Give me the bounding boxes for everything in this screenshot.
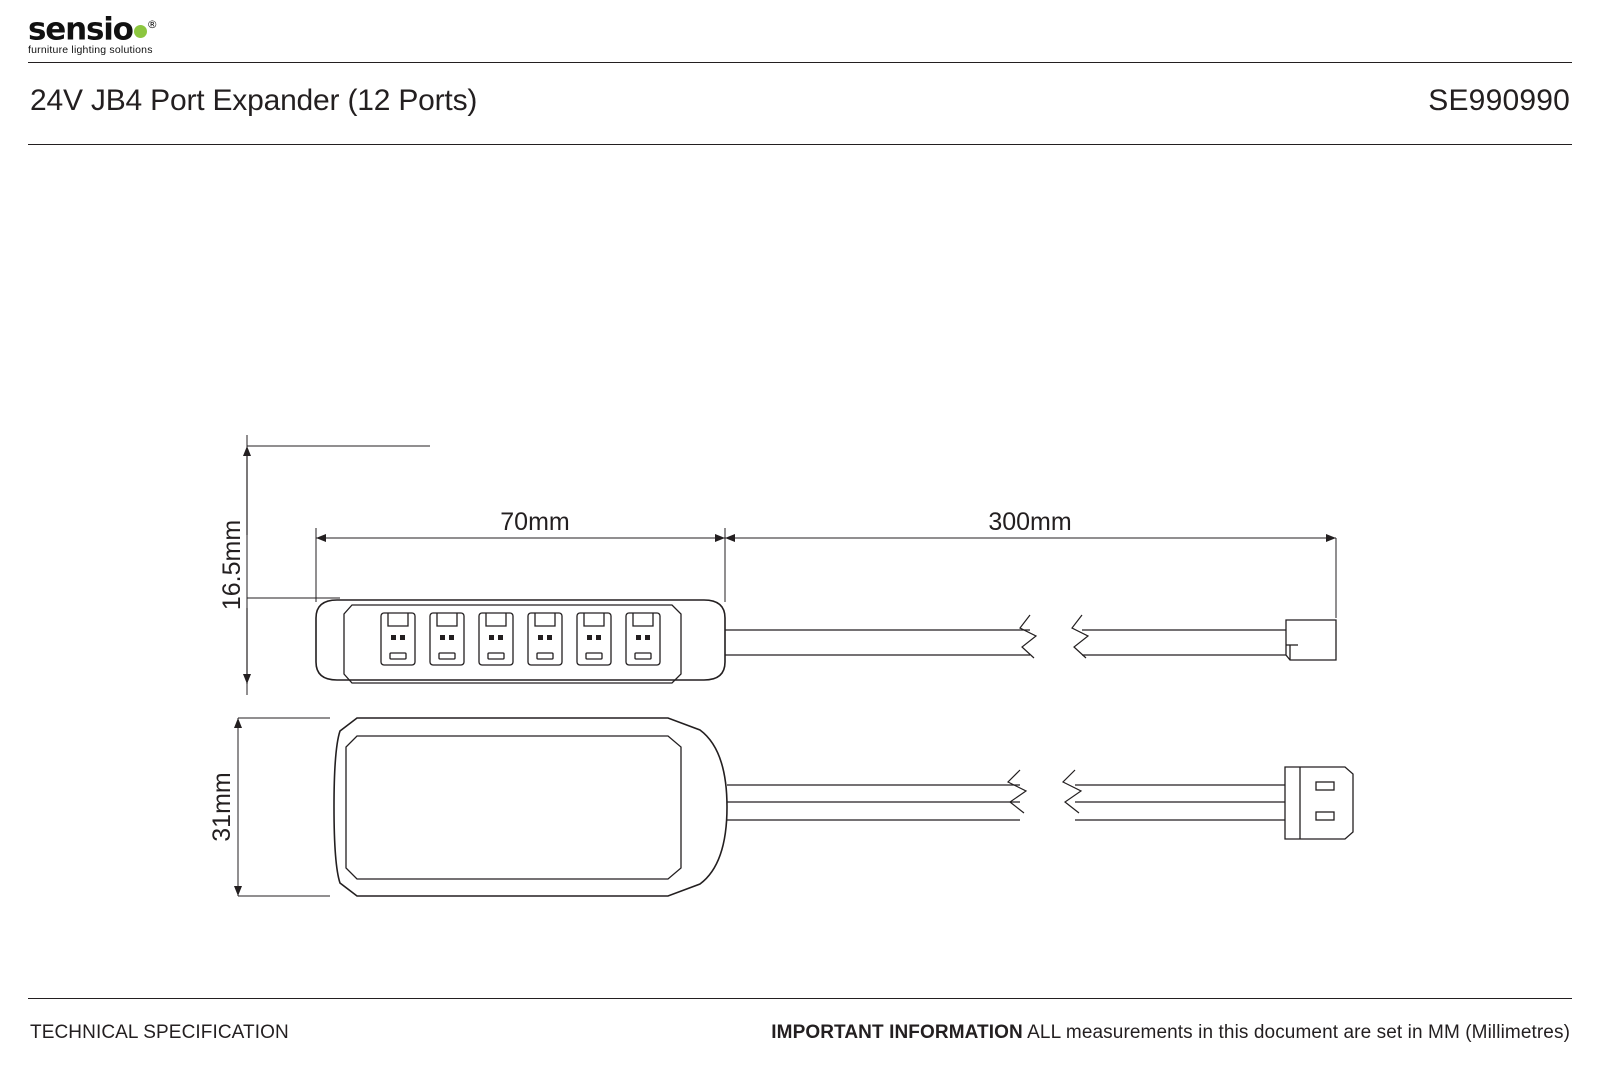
dim-label-body-length: 70mm [500, 508, 569, 536]
page-title: 24V JB4 Port Expander (12 Ports) [30, 84, 478, 117]
brand-name-text: sensio [28, 11, 134, 48]
technical-drawing: 16.5mm 70mm 300mm [0, 150, 1600, 990]
device-body-outline [315, 599, 726, 681]
top-view [234, 717, 1354, 897]
footer-rule [28, 998, 1572, 999]
dim-label-width: 31mm [208, 772, 236, 841]
port-6 [625, 612, 661, 666]
dimension-31mm [234, 717, 330, 897]
side-view [243, 435, 1337, 695]
connector-side [1285, 619, 1337, 661]
port-3 [478, 612, 514, 666]
part-number: SE990990 [1428, 84, 1570, 117]
drawing-svg: 16.5mm 70mm 300mm [208, 435, 1354, 897]
cable-break-symbol-top-left [1006, 769, 1028, 814]
port-group [380, 612, 661, 666]
registered-mark: ® [146, 18, 158, 31]
top-body-inner [345, 735, 682, 880]
header-rule-top [28, 62, 1572, 63]
brand-logo: sensio ® furniture lighting solutions [28, 8, 208, 56]
port-2 [429, 612, 465, 666]
connector-top [1284, 766, 1354, 840]
cable-break-symbol-right [1071, 614, 1090, 659]
footer-measurement-note: ALL measurements in this document are se… [1022, 1022, 1570, 1043]
port-4 [527, 612, 563, 666]
cable-top [727, 784, 1285, 821]
footer-important-information: IMPORTANT INFORMATION ALL measurements i… [771, 1022, 1570, 1044]
height-arrow-top [243, 446, 251, 456]
brand-dot-icon [133, 25, 147, 39]
cable-side [725, 629, 1286, 656]
dimension-300mm [725, 534, 1337, 618]
dim-label-cable-length: 300mm [988, 508, 1071, 536]
footer-technical-specification: TECHNICAL SPECIFICATION [30, 1022, 289, 1043]
header-rule-bottom [28, 144, 1572, 145]
cable-break-symbol-left [1019, 614, 1038, 659]
brand-name: sensio ® [28, 8, 158, 46]
port-5 [576, 612, 612, 666]
top-body-outline [333, 717, 728, 897]
dimension-70mm [315, 528, 726, 602]
height-arrow-bottom [243, 674, 251, 684]
cable-break-symbol-top-right [1061, 769, 1083, 814]
brand-tagline: furniture lighting solutions [28, 44, 153, 57]
dim-label-height: 16.5mm [218, 520, 246, 610]
footer-important-label: IMPORTANT INFORMATION [771, 1022, 1023, 1043]
device-body-inner [343, 604, 682, 684]
port-1 [380, 612, 416, 666]
